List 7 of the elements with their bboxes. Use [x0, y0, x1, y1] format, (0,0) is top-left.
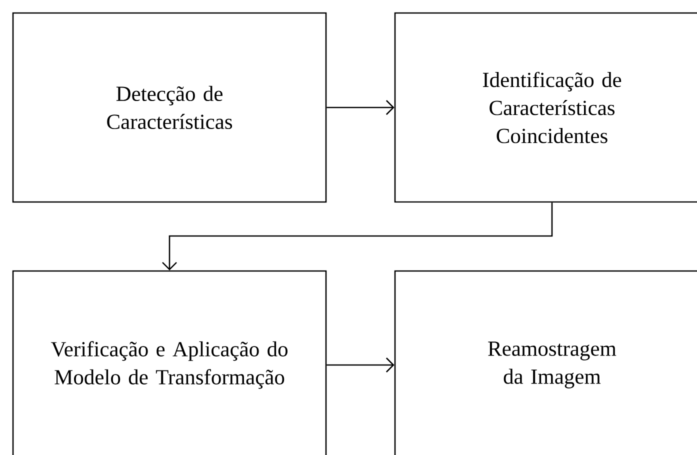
process-box: Reamostragem da Imagem [394, 270, 697, 455]
process-box: Identificação de Características Coincidentes [394, 12, 697, 203]
arrow [162, 202, 553, 270]
arrow [326, 100, 394, 115]
process-box: Verificação e Aplicação do Modelo de Transformação [12, 270, 327, 455]
process-box: Detecção de Características [12, 12, 327, 203]
arrow [326, 358, 394, 372]
